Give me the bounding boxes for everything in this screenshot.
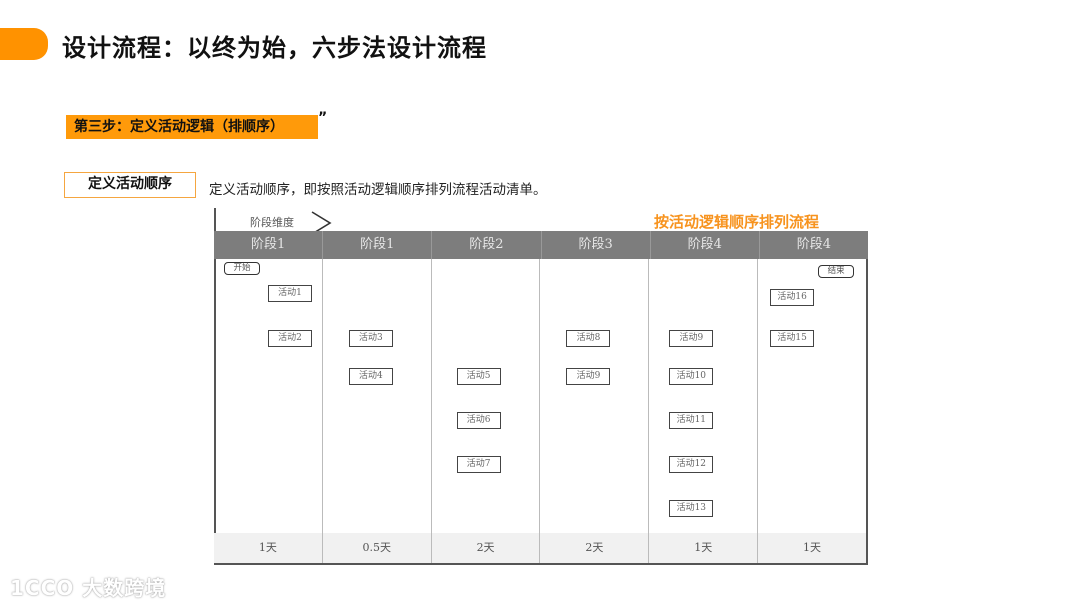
definition-term: 定义活动顺序 — [64, 172, 196, 198]
activity-node: 活动5 — [456, 368, 501, 385]
activity-node: 活动4 — [348, 368, 393, 385]
activity-node: 活动11 — [669, 412, 714, 429]
stage-column: 活动9 活动10 活动11 活动12 活动13 1天 — [649, 259, 759, 563]
stage-column: 活动3 活动4 0.5天 — [322, 259, 432, 563]
activity-node: 活动13 — [669, 500, 714, 517]
stage-header: 阶段3 — [542, 231, 651, 259]
activity-node: 活动8 — [566, 330, 611, 347]
duration-cell: 2天 — [540, 533, 649, 563]
activity-node: 活动9 — [669, 330, 714, 347]
activity-node: 活动3 — [348, 330, 393, 347]
diagram-left-axis — [214, 208, 216, 563]
stage-column: 活动8 活动9 2天 — [540, 259, 650, 563]
stage-column: 结束 活动16 活动15 1天 — [758, 259, 866, 563]
activity-node: 活动12 — [669, 456, 714, 473]
duration-cell: 1天 — [758, 533, 866, 563]
duration-cell: 1天 — [649, 533, 758, 563]
activity-node: 活动7 — [456, 456, 501, 473]
step-quote-mark: ” — [318, 110, 328, 126]
activity-node: 活动1 — [268, 285, 312, 302]
activity-node: 活动10 — [669, 368, 714, 385]
stage-column: 开始 活动1 活动2 1天 — [214, 259, 323, 563]
duration-cell: 1天 — [214, 533, 322, 563]
stage-header-row: 阶段1 阶段1 阶段2 阶段3 阶段4 阶段4 — [214, 231, 868, 259]
end-node: 结束 — [818, 265, 855, 278]
chevron-right-icon — [311, 211, 332, 234]
duration-cell: 0.5天 — [322, 533, 431, 563]
stage-header: 阶段2 — [432, 231, 542, 259]
stage-header: 阶段1 — [214, 231, 324, 259]
dimension-label: 阶段维度 — [250, 216, 294, 229]
activity-node: 活动16 — [770, 289, 815, 306]
activity-node: 活动15 — [770, 330, 815, 347]
start-node: 开始 — [224, 262, 260, 275]
stage-columns: 开始 活动1 活动2 1天 活动3 活动4 0.5天 活动5 活动6 活动7 2… — [214, 259, 868, 565]
duration-cell: 2天 — [431, 533, 540, 563]
definition-text: 定义活动顺序，即按照活动逻辑顺序排列流程活动清单。 — [209, 182, 547, 198]
activity-node: 活动6 — [456, 412, 501, 429]
activity-node: 活动9 — [566, 368, 611, 385]
brand-logo: 1CCO 大数跨境 — [10, 576, 167, 600]
stage-header: 阶段4 — [796, 237, 832, 252]
stage-column: 活动5 活动6 活动7 2天 — [431, 259, 541, 563]
activity-node: 活动2 — [268, 330, 312, 347]
diagram-caption: 按活动逻辑顺序排列流程 — [654, 213, 820, 231]
page-title: 设计流程：以终为始，六步法设计流程 — [62, 34, 487, 62]
title-accent-tab — [0, 28, 48, 60]
step-label: 第三步：定义活动逻辑（排顺序） — [66, 115, 318, 139]
activity-sequence-diagram: 阶段维度 按活动逻辑顺序排列流程 阶段1 阶段1 阶段2 阶段3 阶段4 阶段4… — [214, 208, 868, 565]
stage-header: 阶段1 — [323, 231, 433, 259]
stage-header: 阶段4 — [651, 231, 760, 259]
